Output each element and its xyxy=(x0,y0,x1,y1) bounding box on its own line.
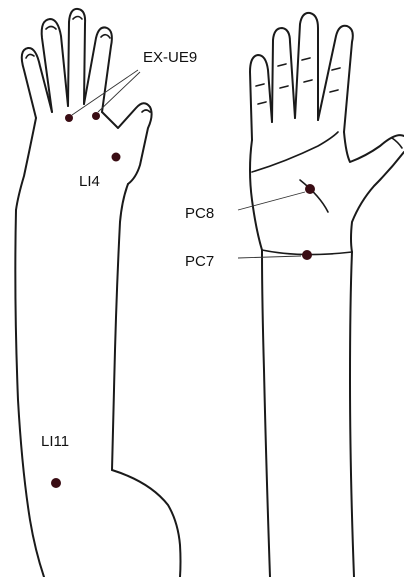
label-li11: LI11 xyxy=(41,433,69,450)
palm-crease-thenar xyxy=(300,180,328,212)
right-arm-palmar xyxy=(250,13,404,577)
label-ex-ue9: EX-UE9 xyxy=(143,49,197,66)
acupoints xyxy=(51,112,315,488)
right-pinky xyxy=(250,55,272,140)
label-li4: LI4 xyxy=(79,173,100,190)
left-middle-finger xyxy=(68,9,85,106)
label-pc8: PC8 xyxy=(185,205,214,222)
ex-ue9-point-2 xyxy=(92,112,100,120)
right-forearm-inner xyxy=(350,252,354,577)
left-forearm-outer xyxy=(15,210,44,577)
pc8-point xyxy=(305,184,315,194)
pc7-point xyxy=(302,250,312,260)
li4-point xyxy=(112,153,121,162)
left-index-finger xyxy=(84,27,112,112)
ex-ue9-point-1 xyxy=(65,114,73,122)
right-thumb xyxy=(344,132,404,162)
right-forearm-outer xyxy=(262,250,270,577)
left-ring-finger xyxy=(42,19,68,112)
palm-crease-upper xyxy=(252,132,338,172)
pc8-leader xyxy=(238,192,305,210)
left-elbow xyxy=(112,470,181,577)
right-palm-edge xyxy=(250,140,262,250)
li11-point xyxy=(51,478,61,488)
right-middle-finger xyxy=(295,13,318,120)
labels: EX-UE9 LI4 PC8 PC7 LI11 xyxy=(41,49,214,450)
left-arm-dorsal xyxy=(15,9,180,577)
ex-ue9-leader-1 xyxy=(72,70,138,115)
left-hand-edge xyxy=(16,118,36,210)
right-index-finger xyxy=(318,26,353,132)
right-ring-finger xyxy=(272,28,295,122)
left-thumb xyxy=(102,103,152,184)
pc7-leader xyxy=(238,256,301,258)
left-forearm-inner xyxy=(112,184,128,470)
label-pc7: PC7 xyxy=(185,253,214,270)
